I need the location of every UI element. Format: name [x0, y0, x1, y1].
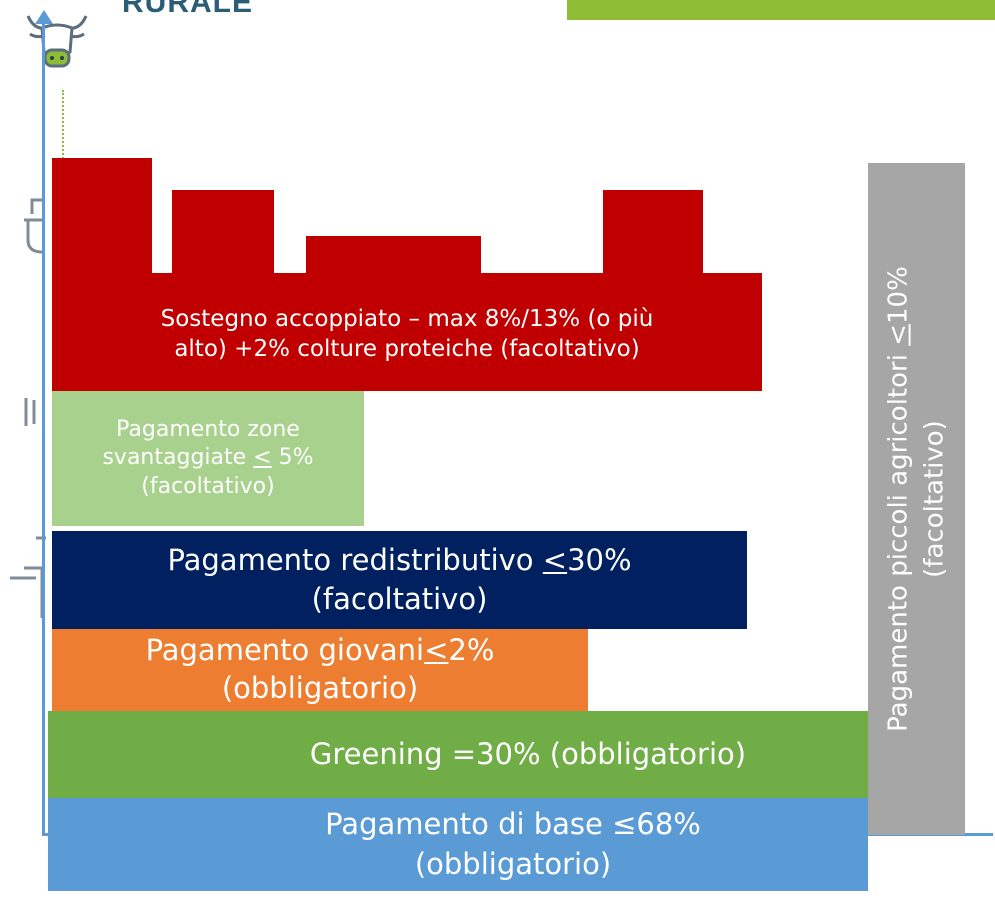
base-line-2: (obbligatorio): [414, 846, 612, 881]
sostegno-block-segment-5: [306, 236, 481, 391]
sostegno-block-segment-4: [274, 273, 306, 391]
giovani-line-1-pre: Pagamento giovani: [145, 633, 425, 668]
piccoli-agricoltori-label: Pagamento piccoli agricoltori <10% (faco…: [880, 179, 953, 819]
redistributivo-line-2: (facoltativo): [311, 582, 488, 616]
giovani-block: Pagamento giovani<2% (obbligatorio): [52, 629, 588, 711]
tractor-wheel-icon: [24, 398, 36, 426]
redistributivo-line-1-pre: Pagamento redistributivo: [167, 542, 543, 577]
sostegno-line-1: Sostegno accoppiato – max 8%/13% (o più: [160, 306, 654, 333]
sostegno-block-segment-6: [481, 273, 603, 391]
sostegno-block-segment-1: [52, 158, 152, 391]
page-title: RURALE: [122, 0, 253, 19]
greening-block: Greening =30% (obbligatorio): [48, 711, 868, 798]
zone-svantaggiate-block: Pagamento zone svantaggiate < 5% (facolt…: [52, 391, 364, 526]
sostegno-block-segment-3: [172, 190, 274, 391]
sostegno-line-2: alto) +2% colture proteiche (facoltativo…: [174, 336, 640, 362]
redistributivo-line-1-post: 30%: [567, 542, 632, 577]
redistributivo-line-1-symbol: <: [542, 542, 568, 577]
sostegno-accoppiato-label: Sostegno accoppiato – max 8%/13% (o più …: [52, 290, 762, 380]
vertical-axis: [42, 22, 45, 836]
zone-line-2-post: 5%: [271, 445, 314, 471]
piccoli-agricoltori-block: Pagamento piccoli agricoltori <10% (faco…: [868, 163, 965, 835]
piccoli-line-1: Pagamento piccoli agricoltori <10%: [880, 179, 916, 819]
piccoli-line-2: (facoltativo): [919, 420, 950, 578]
giovani-line-1-post: 2%: [448, 633, 495, 668]
giovani-line-2: (obbligatorio): [221, 671, 419, 705]
header-green-bar: [567, 0, 995, 20]
piccoli-line-1-pre: Pagamento piccoli agricoltori: [883, 345, 914, 732]
zone-line-2: svantaggiate < 5%: [102, 444, 313, 473]
axis-arrow-icon: [35, 10, 53, 24]
zone-line-2-pre: svantaggiate: [102, 445, 254, 471]
sostegno-block-segment-7: [603, 190, 703, 391]
base-line-1: Pagamento di base ≤68%: [325, 807, 701, 842]
giovani-line-1: Pagamento giovani<2%: [146, 632, 495, 670]
base-block: Pagamento di base ≤68% (obbligatorio): [48, 798, 868, 891]
redistributivo-block: Pagamento redistributivo <30% (facoltati…: [52, 531, 747, 629]
zone-line-1: Pagamento zone: [116, 416, 300, 442]
redistributivo-line-1: Pagamento redistributivo <30%: [167, 541, 631, 580]
zone-line-2-symbol: <: [253, 445, 272, 471]
greening-label: Greening =30% (obbligatorio): [309, 736, 747, 771]
tractor-icon: [24, 198, 44, 254]
piccoli-line-1-symbol: <: [883, 323, 914, 346]
sostegno-block-segment-2: [152, 273, 172, 391]
zone-line-3: (facoltativo): [141, 473, 275, 499]
giovani-line-1-symbol: <: [424, 633, 449, 668]
sostegno-block-segment-8: [703, 273, 762, 391]
piccoli-line-1-post: 10%: [883, 266, 914, 324]
cow-icon: [26, 15, 88, 68]
dotted-connector: [62, 90, 64, 170]
